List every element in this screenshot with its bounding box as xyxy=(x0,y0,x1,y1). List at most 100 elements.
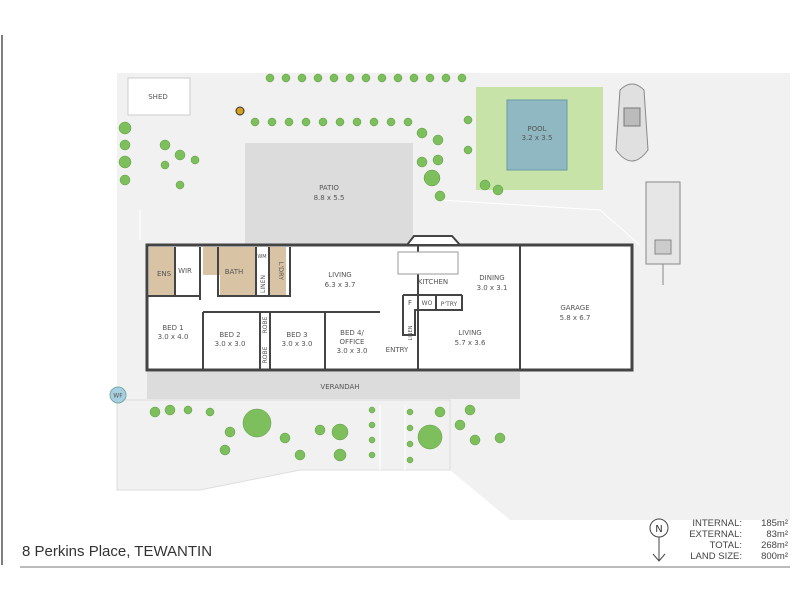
area-summary: INTERNAL:185m² EXTERNAL:83m² TOTAL:268m²… xyxy=(680,518,788,562)
tree-icon xyxy=(318,117,328,127)
tree-icon xyxy=(205,407,215,417)
tree-icon xyxy=(386,117,396,127)
living1-size: 6.3 x 3.7 xyxy=(325,281,356,289)
tree-icon xyxy=(345,73,355,83)
patio xyxy=(245,143,413,245)
tree-icon xyxy=(250,117,260,127)
tree-icon xyxy=(361,73,371,83)
tree-icon xyxy=(329,73,339,83)
laundry-label: L'DRY xyxy=(277,262,285,281)
tree-icon xyxy=(403,117,413,127)
tree-icon xyxy=(119,174,131,186)
tree-icon xyxy=(301,117,311,127)
area-row: LAND SIZE: 800m² xyxy=(680,551,788,562)
tree-icon xyxy=(406,424,414,432)
tree-icon xyxy=(279,432,291,444)
tree-icon xyxy=(368,451,376,459)
tree-icon xyxy=(284,117,294,127)
tree-icon xyxy=(464,404,476,416)
tree-icon xyxy=(434,406,446,418)
tree-icon xyxy=(432,154,444,166)
linen-label: LINEN xyxy=(260,275,267,293)
tree-icon xyxy=(454,419,466,431)
tree-icon xyxy=(164,404,176,416)
area-value: 800m² xyxy=(761,551,788,562)
tree-icon xyxy=(463,145,473,155)
tree-icon xyxy=(409,73,419,83)
garage-size: 5.8 x 6.7 xyxy=(560,314,591,322)
pantry-label: P'TRY xyxy=(441,301,458,308)
living2-label: LIVING xyxy=(458,329,481,337)
patio-size: 8.8 x 5.5 xyxy=(314,194,345,202)
area-label: LAND SIZE: xyxy=(690,551,742,562)
tree-icon xyxy=(160,160,170,170)
shed-label: SHED xyxy=(148,93,168,101)
property-address: 8 Perkins Place, TEWANTIN xyxy=(22,543,213,560)
kitchen-bench xyxy=(397,251,459,275)
caravan xyxy=(645,181,681,285)
tree-icon xyxy=(313,73,323,83)
tree-icon xyxy=(417,424,443,450)
tree-icon xyxy=(174,149,186,161)
bed1-size: 3.0 x 4.0 xyxy=(158,333,189,341)
tree-icon xyxy=(149,406,161,418)
tree-icon xyxy=(441,73,451,83)
verandah xyxy=(147,372,520,399)
tree-icon xyxy=(335,117,345,127)
tree-icon xyxy=(267,117,277,127)
tree-icon xyxy=(190,155,200,165)
tree-icon xyxy=(352,117,362,127)
tree-icon xyxy=(406,440,414,448)
pool xyxy=(506,99,568,171)
tree-icon xyxy=(175,180,185,190)
robe-label-2: ROBE xyxy=(262,346,269,363)
tree-icon xyxy=(434,190,446,202)
robe-label-1: ROBE xyxy=(262,316,269,333)
tree-icon xyxy=(219,444,231,456)
tree-icon xyxy=(314,424,326,436)
compass-label: N xyxy=(655,524,662,535)
ens-label: ENS xyxy=(157,270,172,278)
tree-icon xyxy=(183,405,193,415)
tree-icon xyxy=(118,121,132,135)
bed4-size: 3.0 x 3.0 xyxy=(337,347,368,355)
tree-icon xyxy=(469,434,481,446)
area-value: 83m² xyxy=(766,529,788,540)
water-feature-icon xyxy=(109,386,127,404)
tree-icon xyxy=(368,421,376,429)
wf-label: WF xyxy=(113,393,123,400)
tree-icon xyxy=(368,406,376,414)
feature-plant-icon xyxy=(235,106,245,116)
tree-icon xyxy=(457,73,467,83)
bed3-label: BED 3 xyxy=(286,331,307,339)
trees xyxy=(118,73,506,464)
area-value: 185m² xyxy=(761,518,788,529)
house-outline xyxy=(145,243,634,372)
dining-label: DINING xyxy=(479,274,504,282)
bed1-label: BED 1 xyxy=(162,324,183,332)
tree-icon xyxy=(416,156,428,168)
dining-size: 3.0 x 3.1 xyxy=(477,284,508,292)
tree-icon xyxy=(369,117,379,127)
tree-icon xyxy=(406,456,414,464)
tree-icon xyxy=(265,73,275,83)
tree-icon xyxy=(331,423,349,441)
garage-label: GARAGE xyxy=(560,304,589,312)
wet-areas xyxy=(149,247,286,295)
tree-icon xyxy=(294,449,306,461)
tree-icon xyxy=(463,115,473,125)
bed2-size: 3.0 x 3.0 xyxy=(215,340,246,348)
boat xyxy=(615,83,649,162)
wo-label: WO xyxy=(422,300,433,307)
tree-icon xyxy=(224,426,236,438)
tree-icon xyxy=(119,139,131,151)
tree-icon xyxy=(368,436,376,444)
pool-size: 3.2 x 3.5 xyxy=(522,134,553,142)
pool-label: POOL xyxy=(527,125,546,133)
north-arrow-icon xyxy=(649,518,669,562)
tree-icon xyxy=(297,73,307,83)
bed4-label-2: OFFICE xyxy=(340,338,365,346)
shed xyxy=(127,77,191,116)
tree-icon xyxy=(425,73,435,83)
